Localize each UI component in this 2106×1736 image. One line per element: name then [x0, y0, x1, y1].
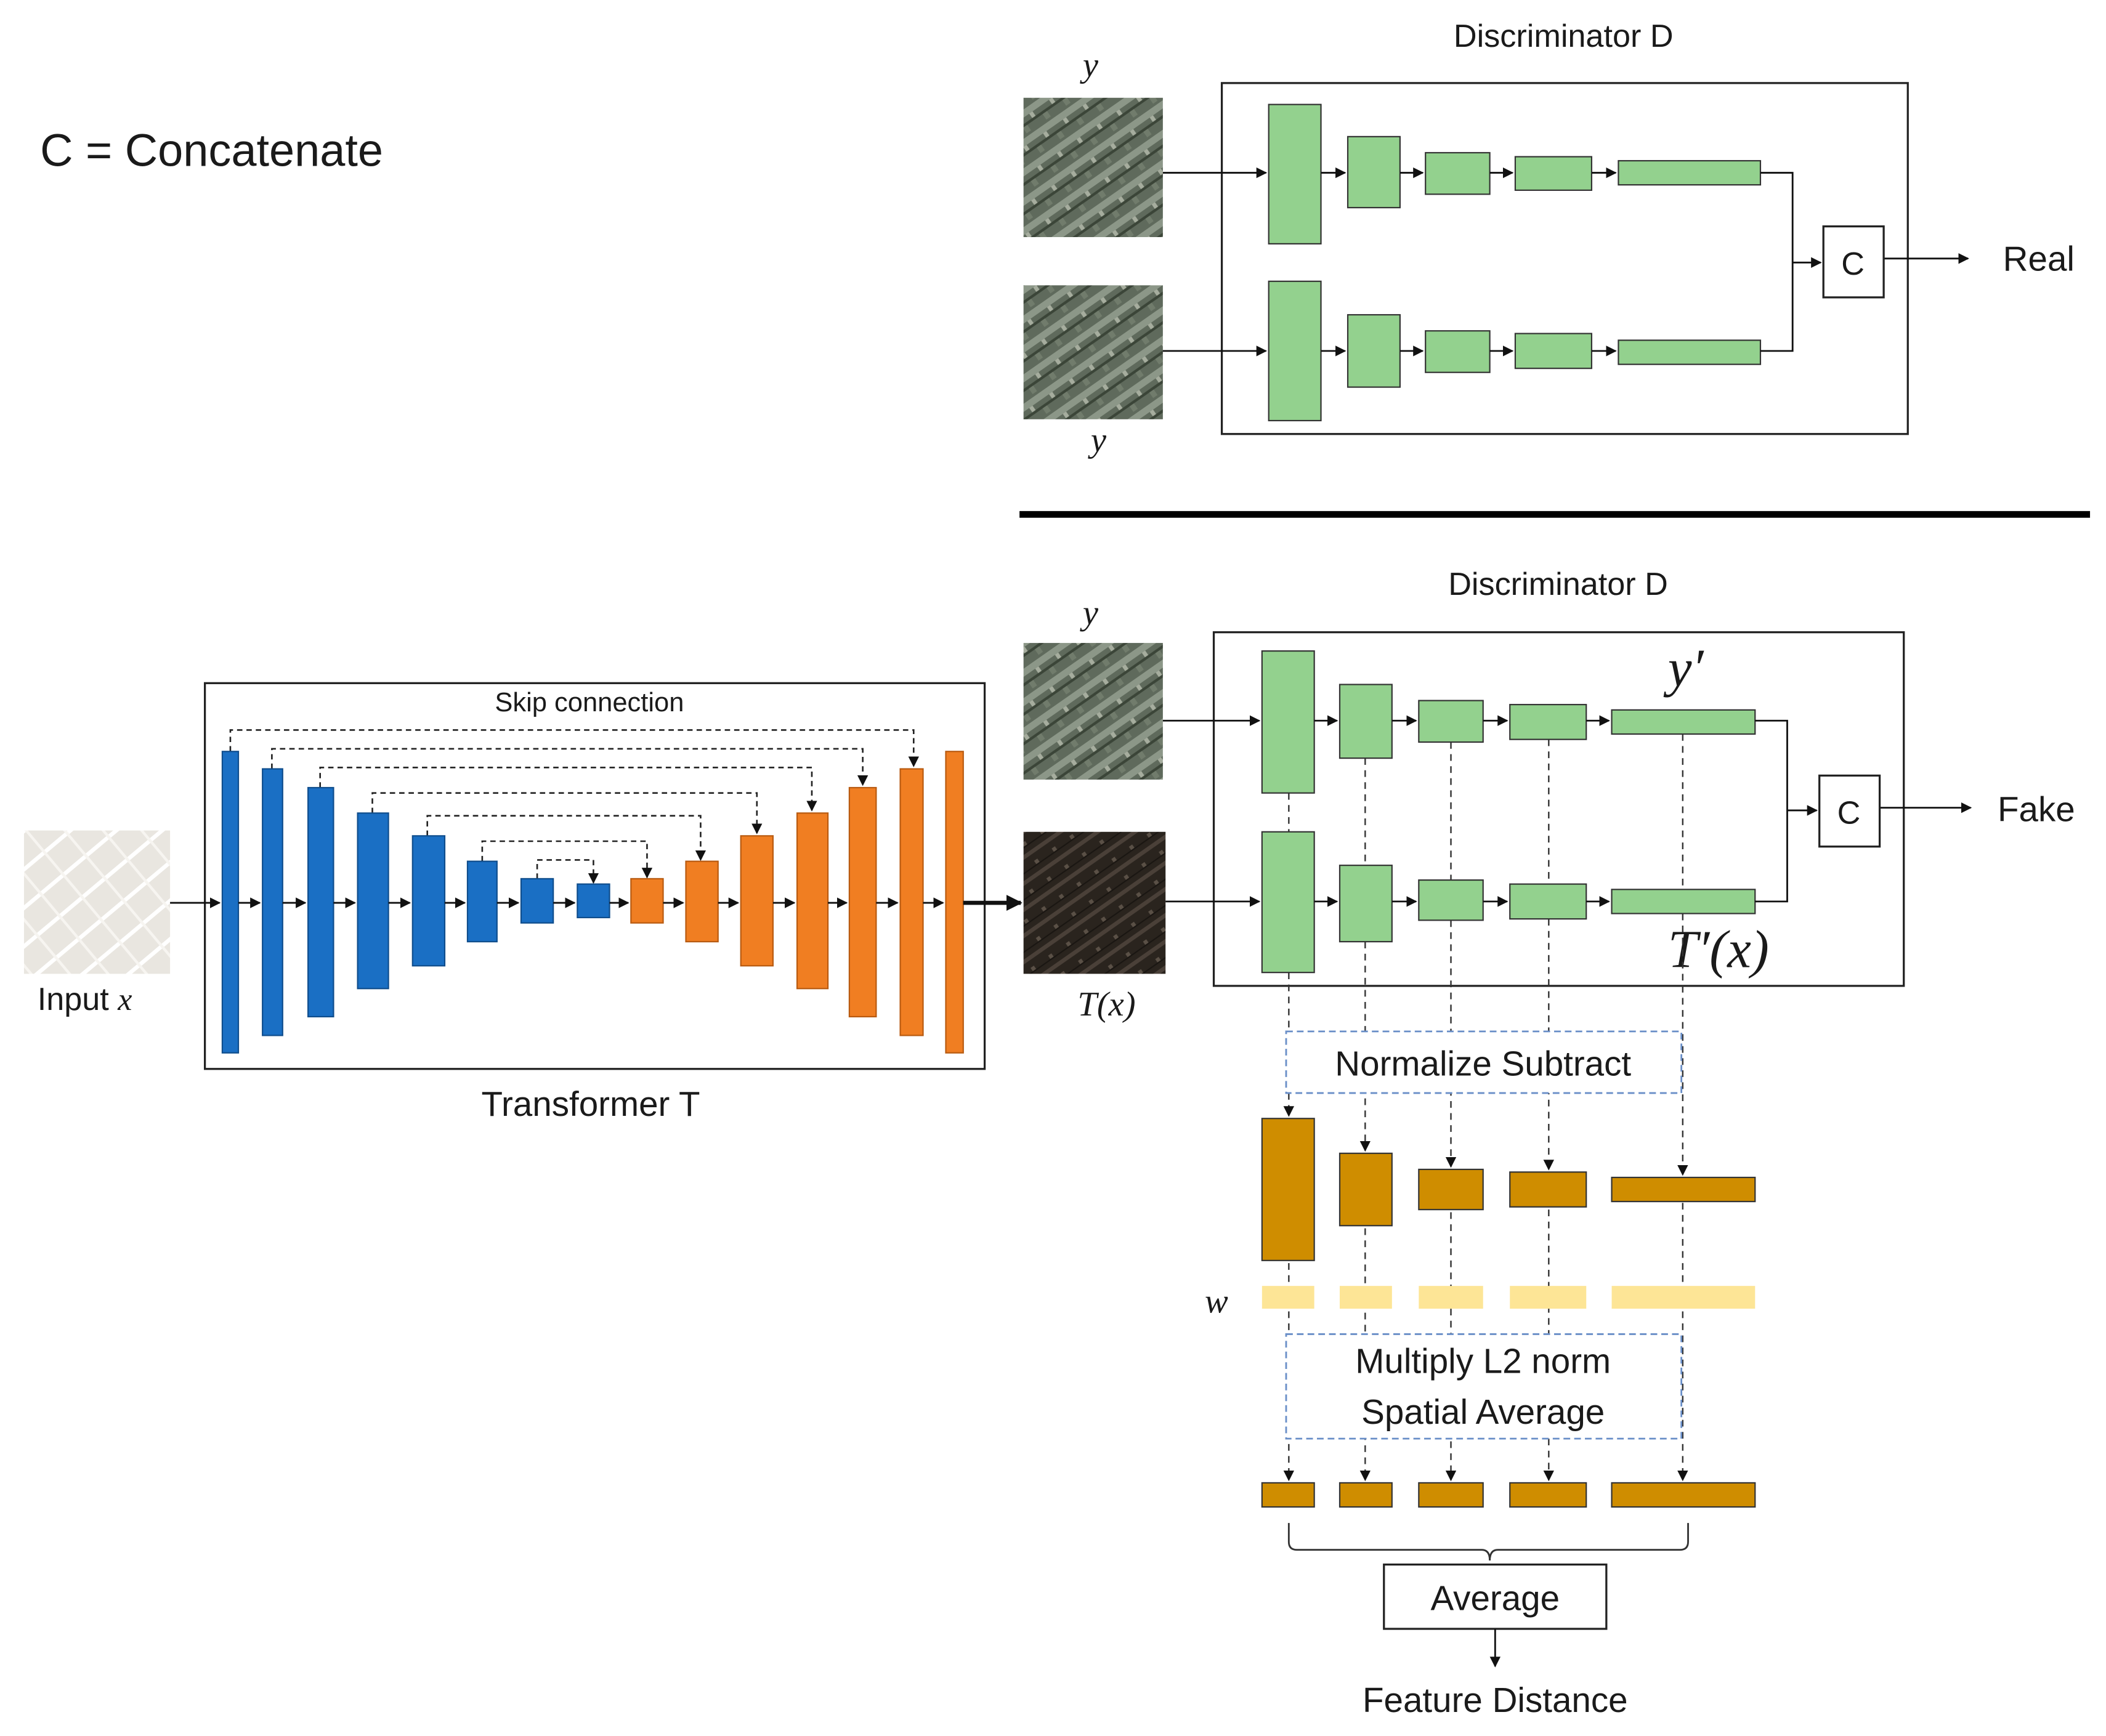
average-label: Average — [1431, 1579, 1560, 1618]
normalized-feature — [1611, 1176, 1756, 1203]
disc-fake-input-top-label: y — [1080, 594, 1099, 632]
disc-fake-top-branch — [1261, 650, 1756, 794]
disc-layer — [1509, 704, 1587, 740]
generated-image-label: T(x) — [1077, 985, 1135, 1023]
normalized-features — [1261, 1118, 1756, 1261]
disc-real-output-label: Real — [2003, 239, 2075, 278]
disc-real-input-bottom-label: y — [1088, 421, 1107, 459]
feature-tx-prime-label: T′(x) — [1668, 919, 1769, 979]
weight-bar — [1510, 1286, 1587, 1309]
decoder-layer — [945, 751, 964, 1054]
skip-connection-label: Skip connection — [495, 688, 684, 717]
disc-layer — [1618, 159, 1762, 186]
feature-y-prime-label: y′ — [1663, 638, 1705, 698]
disc-layer — [1261, 650, 1315, 794]
disc-real-bottom-branch — [1268, 280, 1762, 422]
feature-distance-label: Feature Distance — [1363, 1681, 1628, 1719]
disc-layer — [1347, 135, 1401, 209]
pooled-feature — [1509, 1482, 1587, 1508]
encoder-layer — [577, 883, 610, 919]
disc-layer — [1268, 103, 1322, 244]
input-label: Input x — [38, 982, 132, 1017]
encoder-layer — [307, 786, 334, 1018]
weight-bar — [1419, 1286, 1483, 1309]
fake-input-image-y — [1023, 643, 1163, 780]
disc-fake-concat-label: C — [1837, 796, 1861, 831]
disc-real-title: Discriminator D — [1454, 18, 1674, 54]
normalized-feature — [1339, 1152, 1393, 1227]
disc-real-concat-box — [1822, 225, 1885, 299]
aggregation-brace — [1287, 1523, 1689, 1561]
disc-layer — [1268, 280, 1322, 422]
disc-fake-frame — [1212, 631, 1905, 987]
encoder-layer — [357, 812, 389, 990]
disc-layer — [1611, 709, 1756, 735]
encoder-layer — [520, 878, 554, 924]
decoder-layer — [848, 786, 877, 1018]
encoder-layer — [262, 768, 283, 1036]
disc-fake-concat-box — [1818, 774, 1881, 848]
disc-real-input-top-label: y — [1080, 46, 1099, 84]
decoder-layer — [630, 878, 664, 924]
normalized-feature — [1418, 1168, 1484, 1211]
disc-layer — [1339, 684, 1393, 759]
pooled-features — [1261, 1482, 1756, 1508]
decoder-layer — [899, 768, 924, 1036]
multiply-l2-box — [1285, 1333, 1683, 1440]
normalize-subtract-label: Normalize Subtract — [1335, 1044, 1631, 1083]
disc-layer — [1425, 330, 1491, 373]
weight-bar — [1339, 1286, 1392, 1309]
disc-layer — [1339, 865, 1393, 943]
decoder-layers — [630, 751, 964, 1054]
decoder-layer — [685, 860, 719, 943]
disc-layer — [1514, 156, 1592, 191]
transformer-name: Transformer T — [482, 1084, 700, 1123]
weights-label: w — [1205, 1283, 1228, 1321]
normalized-feature — [1261, 1118, 1315, 1261]
encoder-layers — [221, 751, 610, 1054]
encoder-layer — [466, 860, 498, 943]
legend-concatenate: C = Concatenate — [40, 125, 383, 176]
disc-layer — [1418, 700, 1484, 743]
disc-layer — [1261, 831, 1315, 974]
weight-bars — [1262, 1286, 1756, 1309]
encoder-layer — [221, 751, 240, 1054]
generated-image-tx — [1023, 831, 1166, 974]
disc-fake-arrows — [1162, 715, 1972, 907]
transformer-frame — [203, 682, 986, 1070]
disc-real-concat-label: C — [1841, 246, 1865, 282]
pooled-feature — [1418, 1482, 1484, 1508]
disc-layer — [1425, 151, 1491, 195]
disc-layer — [1418, 879, 1484, 921]
disc-layer — [1514, 333, 1592, 369]
disc-layer — [1611, 889, 1756, 914]
disc-real-frame — [1220, 82, 1909, 435]
real-image-y-top — [1023, 97, 1163, 238]
disc-fake-output-label: Fake — [1998, 789, 2075, 828]
spatial-average-label: Spatial Average — [1361, 1392, 1605, 1431]
disc-real-arrows — [1162, 167, 1969, 357]
weight-bar — [1611, 1286, 1756, 1309]
normalized-feature — [1509, 1171, 1587, 1208]
disc-layer — [1509, 883, 1587, 920]
disc-layer — [1347, 314, 1401, 388]
pooled-feature — [1611, 1482, 1756, 1508]
normalize-subtract-box — [1285, 1030, 1683, 1094]
disc-fake-bottom-branch — [1261, 831, 1756, 974]
encoder-layer — [411, 835, 446, 967]
decoder-layer — [796, 812, 829, 990]
decoder-layer — [740, 835, 774, 967]
disc-fake-title: Discriminator D — [1448, 567, 1668, 602]
real-image-y-bottom — [1023, 285, 1163, 419]
disc-real-top-branch — [1268, 103, 1762, 244]
weight-bar — [1262, 1286, 1314, 1309]
skip-connections — [229, 729, 919, 884]
disc-layer — [1618, 339, 1762, 365]
multiply-l2-label: Multiply L2 norm — [1355, 1342, 1611, 1381]
pooled-feature — [1261, 1482, 1315, 1508]
pooled-feature — [1339, 1482, 1393, 1508]
input-map-image — [23, 830, 171, 974]
